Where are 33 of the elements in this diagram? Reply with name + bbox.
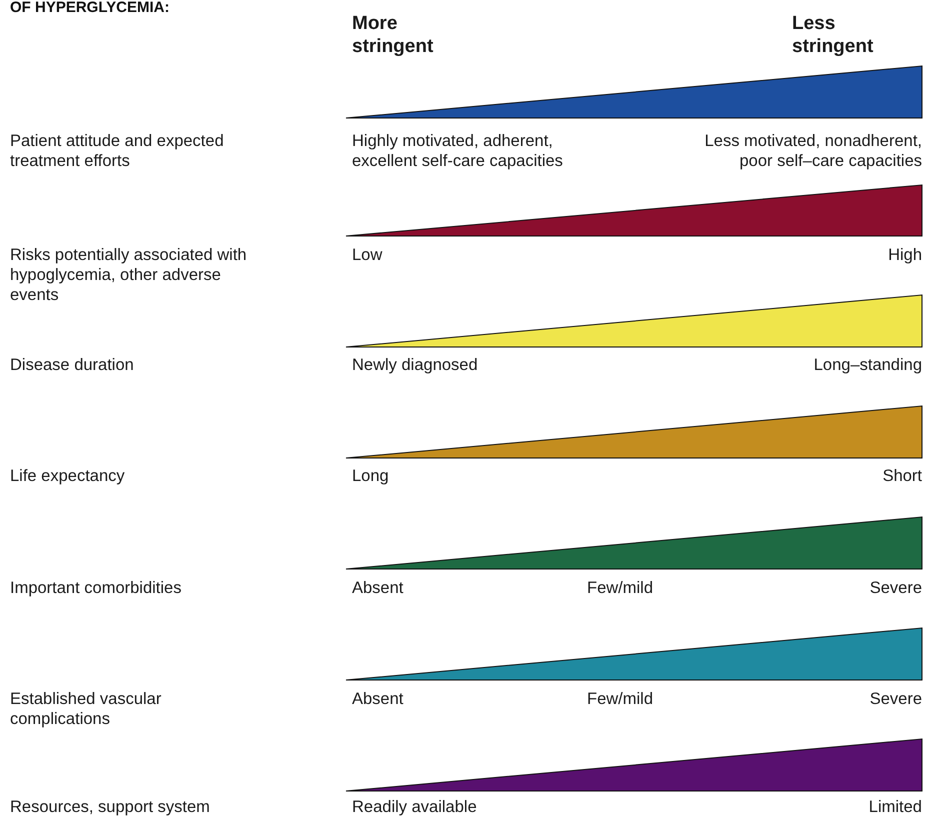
scale-label: Highly motivated, adherent, excellent self-care capacities (352, 131, 564, 171)
scale-label: Less motivated, nonadherent, poor self–care capacities (704, 131, 922, 171)
factor-label: Established vascular complications (10, 689, 162, 729)
scale-label: Long–standing (812, 355, 922, 375)
wedge (346, 406, 922, 458)
scale-heading: Less stringent (792, 12, 874, 58)
scale-label: Short (882, 466, 922, 486)
scale-label: Few/mild (587, 578, 654, 598)
factor-label: Patient attitude and expected treatment efforts (10, 131, 225, 171)
scale-label: Low (352, 245, 384, 265)
scale-label: Few/mild (587, 689, 654, 709)
scale-label: Absent (352, 578, 404, 598)
factor-label: Life expectancy (10, 466, 126, 486)
factor-label: Resources, support system (10, 797, 211, 817)
scale-label: High (887, 245, 922, 265)
factor-label: Important comorbidities (10, 578, 182, 598)
scale-label: Limited (868, 797, 922, 817)
scale-heading: More stringent (352, 12, 434, 58)
scale-label: Newly diagnosed (352, 355, 479, 375)
title: OF HYPERGLYCEMIA: (10, 0, 170, 16)
factor-label: Risks potentially associated with hypoglycemia, other adverse events (10, 245, 248, 305)
scale-label: Severe (868, 578, 922, 598)
wedge (346, 185, 922, 236)
scale-label: Long (352, 466, 390, 486)
scale-label: Severe (868, 689, 922, 709)
wedge (346, 517, 922, 569)
wedge (346, 295, 922, 347)
wedge (346, 739, 922, 791)
scale-label: Readily available (352, 797, 478, 817)
factor-label: Disease duration (10, 355, 135, 375)
scale-label: Absent (352, 689, 404, 709)
wedge (346, 628, 922, 680)
wedge (346, 66, 922, 118)
